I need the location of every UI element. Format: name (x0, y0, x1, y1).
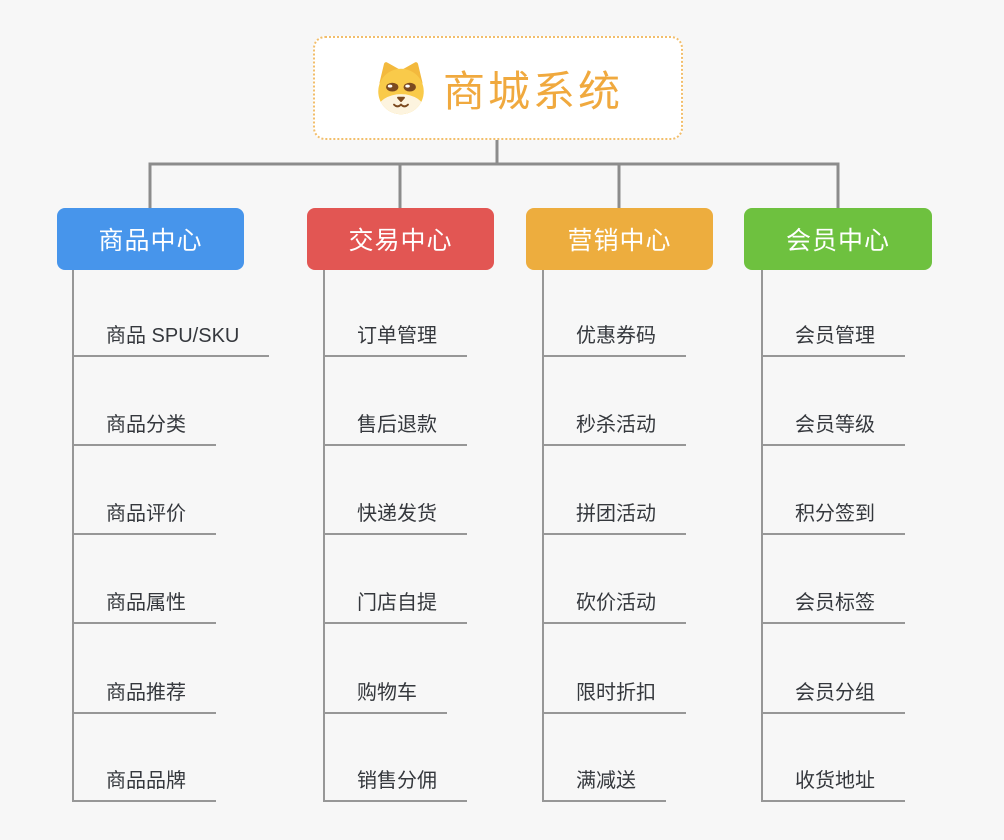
root-title: 商城系统 (442, 67, 623, 115)
leaf-item[interactable]: 优惠券码 (542, 323, 686, 357)
leaf-item[interactable]: 订单管理 (323, 323, 467, 357)
column-connector-line (542, 270, 544, 802)
root-node-mall-system[interactable]: 商城系统 (313, 36, 683, 140)
leaf-item[interactable]: 收货地址 (761, 768, 905, 802)
leaf-item[interactable]: 销售分佣 (323, 768, 467, 802)
leaf-column-trade-center: 订单管理 售后退款 快递发货 门店自提 购物车 销售分佣 (323, 270, 563, 804)
leaf-item[interactable]: 商品评价 (72, 501, 216, 535)
leaf-column-marketing-center: 优惠券码 秒杀活动 拼团活动 砍价活动 限时折扣 满减送 (542, 270, 782, 804)
column-connector-line (323, 270, 325, 802)
leaf-item[interactable]: 秒杀活动 (542, 412, 686, 446)
branch-node-member-center[interactable]: 会员中心 (744, 208, 932, 270)
leaf-item[interactable]: 门店自提 (323, 590, 467, 624)
leaf-item[interactable]: 快递发货 (323, 501, 467, 535)
leaf-item[interactable]: 砍价活动 (542, 590, 686, 624)
leaf-item[interactable]: 会员等级 (761, 412, 905, 446)
leaf-item[interactable]: 会员分组 (761, 680, 905, 714)
leaf-item[interactable]: 购物车 (323, 680, 447, 714)
leaf-item[interactable]: 限时折扣 (542, 680, 686, 714)
leaf-item[interactable]: 拼团活动 (542, 501, 686, 535)
leaf-item[interactable]: 商品品牌 (72, 768, 216, 802)
leaf-column-product-center: 商品 SPU/SKU 商品分类 商品评价 商品属性 商品推荐 商品品牌 (72, 270, 312, 804)
branch-label: 交易中心 (348, 227, 453, 255)
leaf-item[interactable]: 会员标签 (761, 590, 905, 624)
branch-node-product-center[interactable]: 商品中心 (57, 208, 244, 270)
branch-label: 商品中心 (98, 227, 203, 255)
leaf-item[interactable]: 积分签到 (761, 501, 905, 535)
column-connector-line (761, 270, 763, 802)
leaf-item[interactable]: 商品 SPU/SKU (72, 323, 270, 357)
branch-node-marketing-center[interactable]: 营销中心 (526, 208, 713, 270)
leaf-item[interactable]: 会员管理 (761, 323, 905, 357)
branch-node-trade-center[interactable]: 交易中心 (307, 208, 494, 270)
leaf-column-member-center: 会员管理 会员等级 积分签到 会员标签 会员分组 收货地址 (761, 270, 1001, 804)
branch-label: 会员中心 (785, 227, 890, 255)
leaf-item[interactable]: 售后退款 (323, 412, 467, 446)
leaf-item[interactable]: 商品属性 (72, 590, 216, 624)
dog-face-icon (373, 60, 429, 116)
branch-label: 营销中心 (567, 227, 672, 255)
column-connector-line (72, 270, 74, 802)
leaf-item[interactable]: 满减送 (542, 768, 666, 802)
leaf-item[interactable]: 商品分类 (72, 412, 216, 446)
leaf-item[interactable]: 商品推荐 (72, 680, 216, 714)
